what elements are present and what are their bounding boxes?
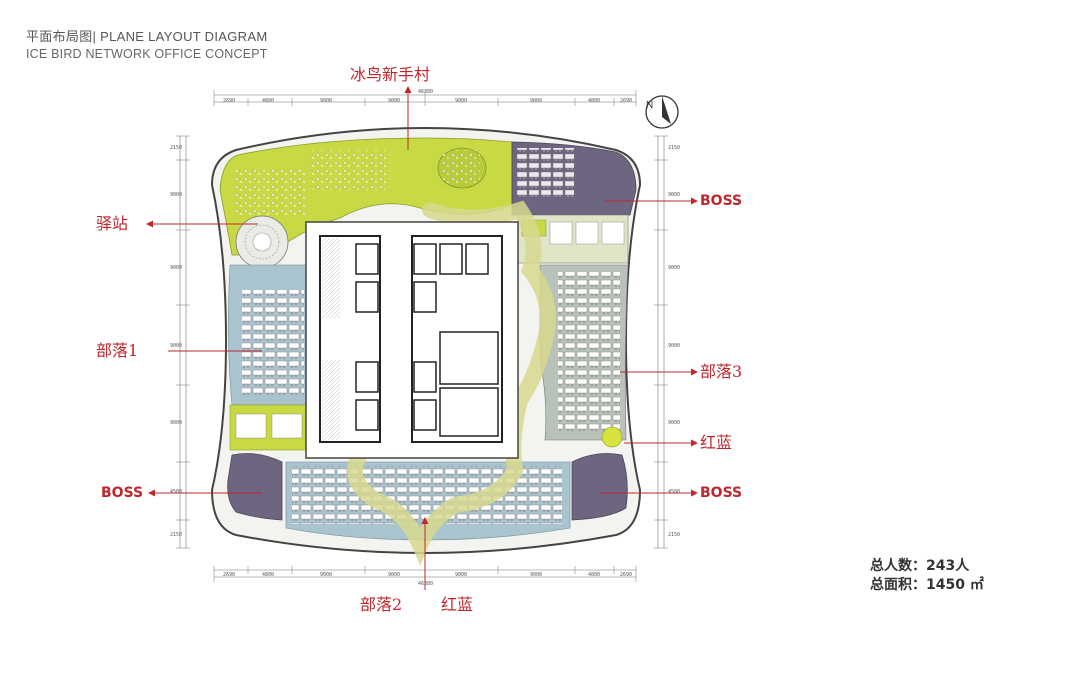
diagram-subtitle: ICE BIRD NETWORK OFFICE CONCEPT: [26, 47, 268, 61]
stats-summary: 总人数：243人 总面积：1450 ㎡: [870, 557, 984, 595]
label-tribe-3: 部落3: [700, 362, 743, 381]
zone-boss-bottom-right: [571, 453, 628, 521]
label-redblue-right: 红蓝: [700, 433, 733, 452]
label-redblue-bottom: 红蓝: [441, 595, 474, 614]
north-arrow-icon: N: [645, 95, 679, 129]
label-boss-bottom-left: BOSS: [101, 485, 144, 501]
label-boss-top-right: BOSS: [700, 193, 743, 209]
label-boss-bottom-right: BOSS: [700, 485, 743, 501]
svg-text:N: N: [646, 100, 653, 111]
diagram-title-en: PLANE LAYOUT DIAGRAM: [100, 29, 268, 44]
label-novice-village: 冰鸟新手村: [350, 65, 431, 84]
label-station: 驿站: [96, 214, 129, 233]
zone-boss-bottom-left: [227, 453, 283, 521]
label-tribe-2: 部落2: [360, 595, 403, 614]
annotation-arrows: [150, 88, 694, 590]
stat-headcount: 总人数：243人: [870, 558, 970, 574]
diagram-title-cn: 平面布局图|: [26, 29, 97, 44]
diagram-title: 平面布局图| PLANE LAYOUT DIAGRAM: [26, 26, 267, 45]
label-tribe-1: 部落1: [96, 341, 139, 360]
stat-area: 总面积：1450 ㎡: [870, 577, 984, 593]
